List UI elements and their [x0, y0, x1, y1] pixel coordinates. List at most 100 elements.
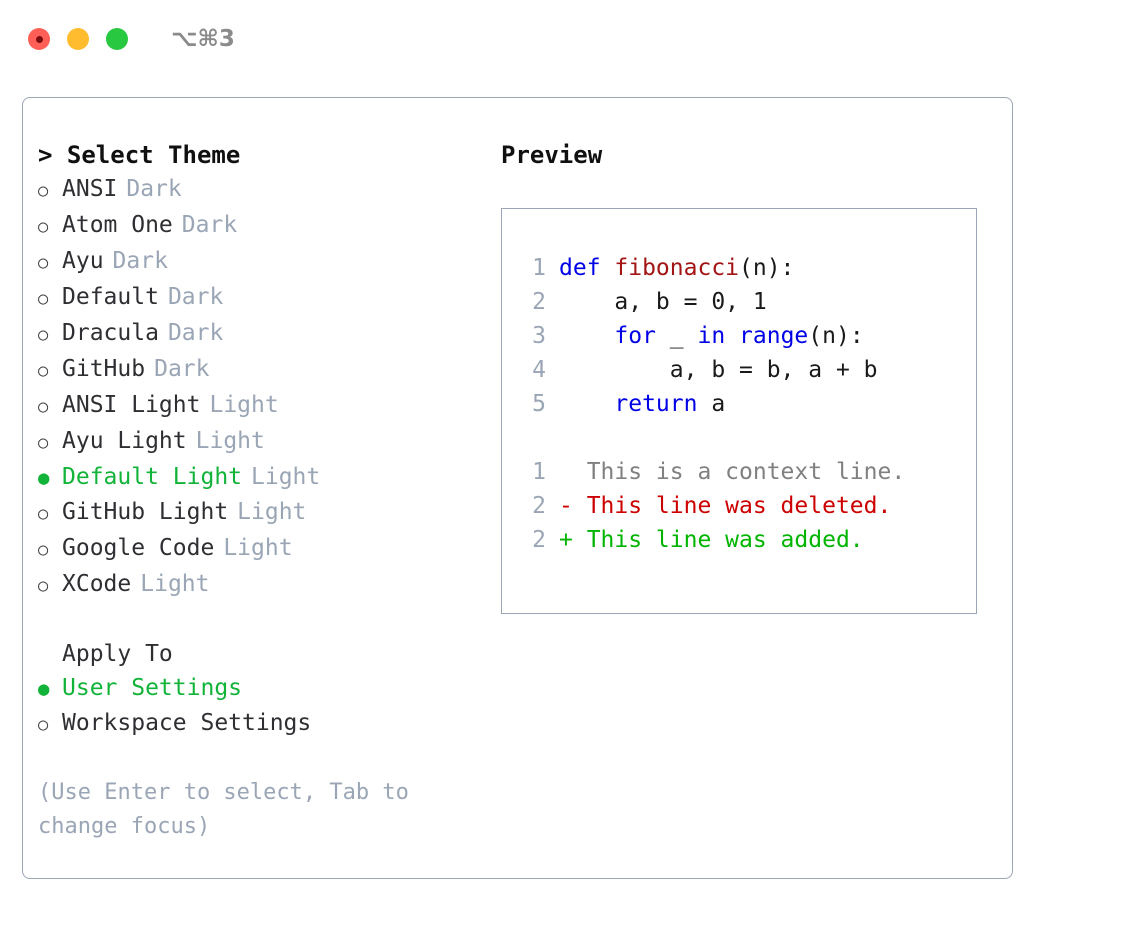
radio-unselected-icon: ○: [38, 325, 49, 345]
code-text: a, b = 0, 1: [559, 285, 767, 319]
theme-list-item[interactable]: ○ Default Dark: [38, 280, 488, 316]
code-text: def fibonacci(n):: [559, 251, 794, 285]
radio-unselected-icon: ○: [38, 361, 49, 381]
apply-to-label: Workspace Settings: [62, 710, 312, 736]
code-token: (n):: [808, 323, 864, 349]
theme-name: GitHub: [62, 356, 146, 382]
diff-line: 1 This is a context line.: [516, 455, 976, 489]
radio-selected-icon: ●: [38, 467, 50, 489]
section-spacer: [38, 603, 488, 637]
diff-text: + This line was added.: [559, 527, 864, 553]
code-line: 3 for _ in range(n):: [516, 319, 976, 353]
code-line: 2 a, b = 0, 1: [516, 285, 976, 319]
code-line: 5 return a: [516, 387, 976, 421]
select-theme-heading: > Select Theme: [38, 141, 241, 169]
close-button-icon[interactable]: [28, 28, 50, 50]
window-title: ⌥⌘3: [171, 26, 235, 52]
radio-unselected-icon: ○: [38, 289, 49, 309]
theme-name: Ayu Light: [62, 428, 187, 454]
diff-line: 2 + This line was added.: [516, 523, 976, 557]
theme-mode-tag: Dark: [154, 356, 210, 382]
theme-mode-tag: Dark: [112, 248, 168, 274]
radio-unselected-icon: ○: [38, 433, 49, 453]
theme-name: GitHub Light: [62, 499, 229, 525]
apply-to-item[interactable]: ○ Workspace Settings: [38, 706, 488, 742]
theme-list-item[interactable]: ○ Google Code Light: [38, 531, 488, 567]
line-number: 4: [532, 357, 546, 383]
code-diff-spacer: [516, 421, 976, 455]
radio-unselected-icon: ○: [38, 715, 49, 735]
maximize-button-icon[interactable]: [106, 28, 128, 50]
theme-name: Google Code: [62, 535, 215, 561]
code-token: in: [697, 323, 726, 349]
theme-list-item[interactable]: ○ Ayu Dark: [38, 244, 488, 280]
window-titlebar: ⌥⌘3: [0, 0, 1140, 78]
line-number: 3: [532, 323, 546, 349]
code-token: [725, 323, 739, 349]
theme-name: Default: [62, 284, 159, 310]
code-token: _: [655, 323, 698, 349]
radio-unselected-icon: ○: [38, 181, 49, 201]
code-token: range: [739, 323, 809, 349]
minimize-button-icon[interactable]: [67, 28, 89, 50]
theme-list-item[interactable]: ○ GitHub Light Light: [38, 495, 488, 531]
theme-mode-tag: Dark: [181, 212, 238, 238]
diff-line: 2- This line was deleted.: [516, 489, 976, 523]
code-text: for _ in range(n):: [559, 319, 864, 353]
theme-name: Ayu: [62, 248, 104, 274]
code-token: for: [614, 323, 656, 349]
code-token: a, b = b, a + b: [559, 357, 878, 383]
theme-mode-tag: Light: [237, 499, 307, 525]
theme-list-item[interactable]: ○ Atom One Dark: [38, 208, 488, 244]
radio-unselected-icon: ○: [38, 504, 49, 524]
code-token: return: [614, 391, 698, 417]
theme-mode-tag: Light: [223, 535, 293, 561]
diff-text: This is a context line.: [559, 459, 906, 485]
code-token: [559, 391, 614, 417]
radio-unselected-icon: ○: [38, 253, 49, 273]
apply-to-label: User Settings: [62, 675, 243, 701]
code-line: 1 def fibonacci(n):: [516, 251, 976, 285]
radio-unselected-icon: ○: [38, 540, 49, 560]
code-token: def: [559, 255, 615, 281]
theme-mode-tag: Dark: [167, 320, 224, 346]
theme-mode-tag: Light: [140, 571, 210, 597]
theme-name: XCode: [62, 571, 132, 597]
line-number: 2: [532, 527, 546, 553]
traffic-lights: [28, 28, 128, 50]
theme-list-item[interactable]: ○ GitHub Dark: [38, 352, 488, 388]
line-number: 5: [532, 391, 546, 417]
line-number: 2: [532, 289, 546, 315]
line-number: 1: [532, 255, 546, 281]
radio-unselected-icon: ○: [38, 397, 49, 417]
radio-unselected-icon: ○: [38, 217, 49, 237]
theme-mode-tag: Dark: [126, 176, 182, 202]
code-token: (n):: [739, 255, 795, 281]
keyboard-hint: (Use Enter to select, Tab to change focu…: [38, 780, 423, 839]
theme-mode-tag: Light: [209, 392, 279, 418]
code-token: a: [697, 391, 726, 417]
diff-text: - This line was deleted.: [559, 493, 892, 519]
apply-to-item[interactable]: ● User Settings: [38, 671, 488, 706]
theme-list-item[interactable]: ○ ANSI Light Light: [38, 388, 488, 424]
radio-selected-icon: ●: [38, 678, 50, 700]
theme-mode-tag: Dark: [167, 284, 224, 310]
theme-list-item[interactable]: ○ XCode Light: [38, 567, 488, 603]
theme-name: ANSI Light: [62, 392, 201, 418]
code-text: return a: [559, 387, 725, 421]
apply-to-heading: Apply To: [62, 641, 173, 667]
theme-name: Atom One: [62, 212, 173, 238]
code-token: a, b = 0, 1: [559, 289, 767, 315]
radio-unselected-icon: ○: [38, 576, 49, 596]
